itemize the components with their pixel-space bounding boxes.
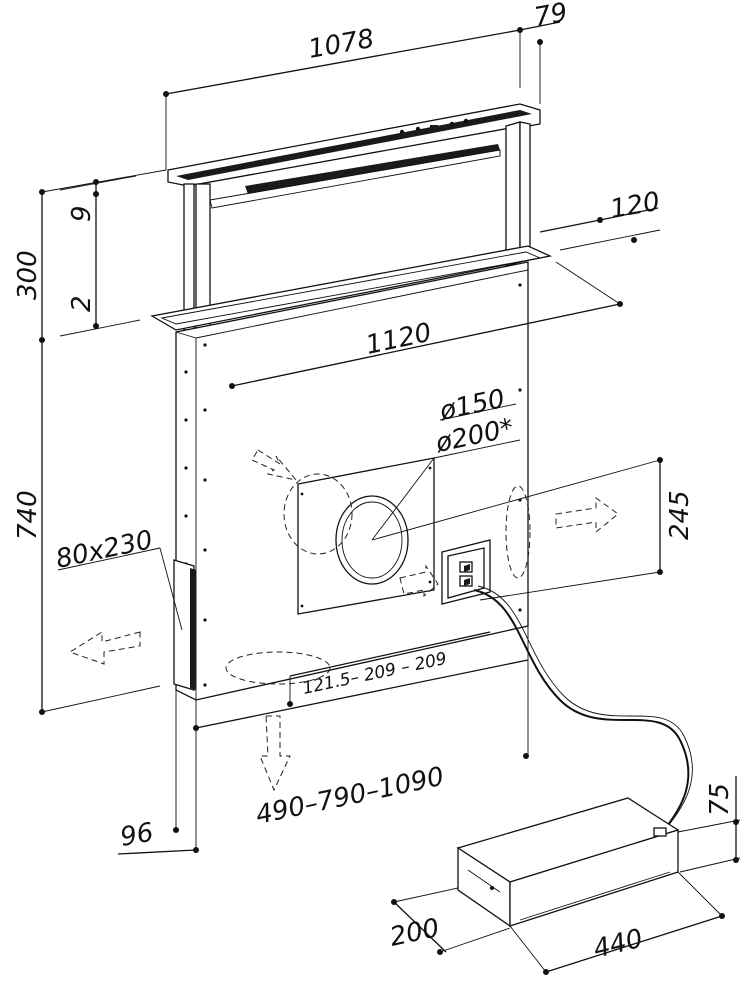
dim-motor-height: 75 bbox=[705, 783, 735, 816]
motor-unit bbox=[456, 797, 680, 928]
dimension-lines bbox=[39, 21, 741, 975]
worktop-frame bbox=[150, 245, 553, 331]
dim-height-740: 740 bbox=[13, 490, 43, 540]
power-cable bbox=[473, 589, 690, 831]
duct-outlet-plate bbox=[225, 457, 531, 685]
dim-height-300: 300 bbox=[13, 250, 43, 300]
dim-depth-120: 120 bbox=[608, 187, 662, 225]
dim-motor-depth: 200 bbox=[387, 913, 442, 953]
dim-opening: 80x230 bbox=[53, 525, 155, 575]
dim-height-245: 245 bbox=[665, 490, 695, 540]
dim-width-top: 1078 bbox=[306, 24, 376, 65]
control-buttons-icon bbox=[399, 118, 469, 135]
dim-height-9: 9 bbox=[67, 205, 97, 222]
dim-height-2: 2 bbox=[67, 295, 97, 312]
airflow-arrows bbox=[68, 449, 619, 792]
dim-depth-96: 96 bbox=[118, 818, 156, 853]
junction-box bbox=[441, 539, 491, 605]
dim-depth-top: 79 bbox=[532, 0, 570, 33]
dim-motor-width: 440 bbox=[590, 924, 645, 965]
